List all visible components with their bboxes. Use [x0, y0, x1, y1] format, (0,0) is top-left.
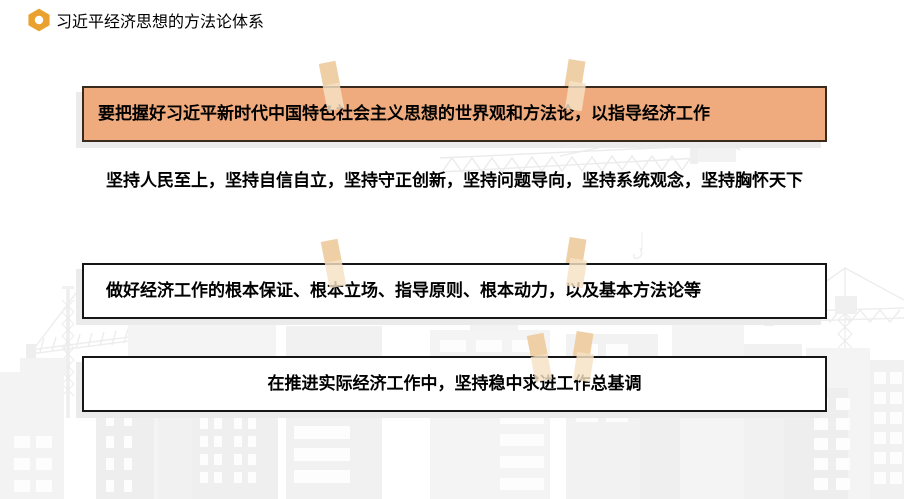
- statement-text-4: 在推进实际经济工作中，坚持稳中求进工作总基调: [267, 373, 642, 393]
- hexagon-icon: [28, 8, 50, 32]
- page-title: 习近平经济思想的方法论体系: [56, 14, 265, 31]
- statement-box-highlight[interactable]: 要把握好习近平新时代中国特色社会主义思想的世界观和方法论，以指导经济工作: [82, 86, 827, 142]
- page-title-row: 习近平经济思想的方法论体系: [26, 7, 264, 33]
- statement-text-3: 做好经济工作的根本保证、根本立场、指导原则、根本动力，以及基本方法论等: [106, 280, 701, 300]
- statement-text-1: 要把握好习近平新时代中国特色社会主义思想的世界观和方法论，以指导经济工作: [98, 103, 710, 123]
- statement-box-outline-2[interactable]: 在推进实际经济工作中，坚持稳中求进工作总基调: [82, 356, 827, 412]
- statement-box-outline-1[interactable]: 做好经济工作的根本保证、根本立场、指导原则、根本动力，以及基本方法论等: [82, 263, 827, 319]
- statement-text-plain: 坚持人民至上，坚持自信自立，坚持守正创新，坚持问题导向，坚持系统观念，坚持胸怀天…: [106, 171, 803, 190]
